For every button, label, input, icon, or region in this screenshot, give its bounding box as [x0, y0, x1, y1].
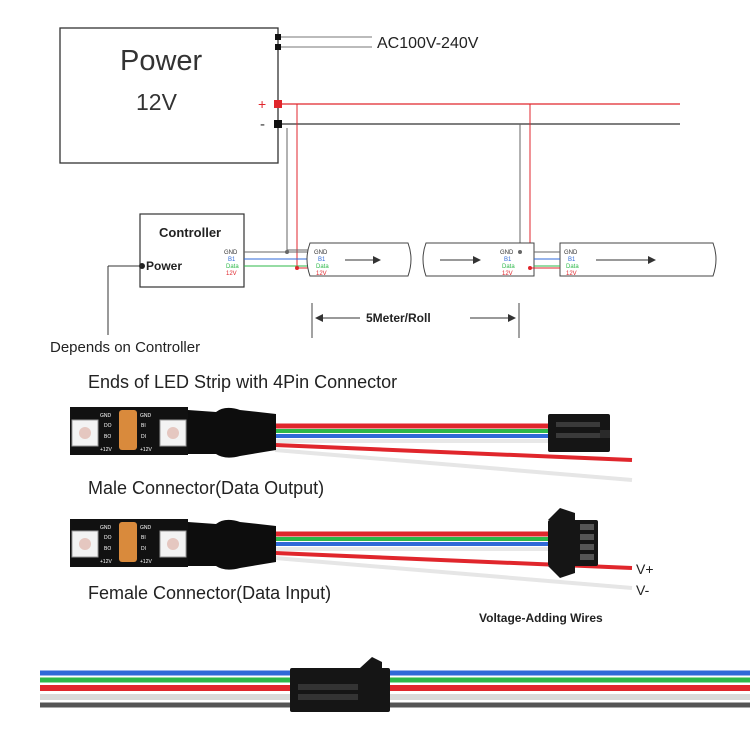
male-pcb-right-bi: BI — [141, 423, 146, 429]
strip2-pin-gnd: GND — [500, 250, 514, 256]
controller: Controller Power GND B1 Data 12V — [139, 213, 245, 288]
controller-power-input: Depends on Controller — [50, 265, 200, 356]
ac-input-wires: AC100V-240V — [275, 34, 479, 52]
male-pcb-right-gnd: GND — [140, 413, 152, 419]
controller-power-label: Power — [146, 259, 182, 273]
plus-sign: + — [258, 96, 266, 112]
strip-segment-3: GND B1 Data 12V — [559, 242, 717, 277]
strip-link-wires — [518, 250, 560, 270]
male-connector-assembly: GND DO BO +12V GND BI DI +12V — [70, 407, 633, 482]
length-dimension: 5Meter/Roll — [311, 303, 520, 338]
strip3-pin-b1: B1 — [568, 257, 576, 263]
ac-input-label: AC100V-240V — [377, 35, 479, 52]
strip3-pin-data: Data — [566, 264, 579, 270]
controller-output-wires — [244, 249, 313, 270]
controller-pin-data: Data — [226, 264, 239, 270]
male-pcb-right-12v: +12V — [140, 447, 152, 453]
strip1-pin-data: Data — [316, 264, 329, 270]
strip1-pin-12v: 12V — [316, 271, 327, 277]
controller-pin-12v: 12V — [226, 271, 237, 277]
strip-segment-2: GND B1 Data 12V — [422, 242, 535, 277]
controller-pin-gnd: GND — [224, 250, 238, 256]
voltage-adding-wires-label: Voltage-Adding Wires — [479, 611, 603, 625]
male-pcb-left-gnd: GND — [100, 413, 112, 419]
v-plus-label: V+ — [636, 561, 654, 577]
power-supply: Power 12V — [59, 27, 279, 164]
strip2-pin-12v: 12V — [502, 271, 513, 277]
female-pcb-left-gnd: GND — [100, 525, 112, 531]
controller-title: Controller — [159, 225, 221, 240]
controller-pin-b1: B1 — [228, 257, 236, 263]
female-pcb-left-12v: +12V — [100, 559, 112, 565]
female-connector-label: Female Connector(Data Input) — [88, 583, 331, 603]
length-label: 5Meter/Roll — [366, 311, 431, 325]
power-title: Power — [120, 45, 203, 77]
female-pcb-right-gnd: GND — [140, 525, 152, 531]
female-connector-assembly: GND DO BO +12V GND BI DI +12V V+ V- — [70, 508, 654, 598]
strip2-pin-data: Data — [502, 264, 515, 270]
male-pcb-left-12v: +12V — [100, 447, 112, 453]
male-pcb-right-di: DI — [141, 434, 146, 440]
minus-sign: - — [260, 116, 265, 133]
female-pcb-right-bi: BI — [141, 535, 146, 541]
bottom-cable-with-connector — [40, 657, 750, 712]
photo-section-heading: Ends of LED Strip with 4Pin Connector — [88, 372, 397, 392]
strip-segment-1: GND B1 Data 12V — [306, 242, 412, 277]
strip2-pin-b1: B1 — [504, 257, 512, 263]
female-pcb-left-bo: BO — [104, 546, 111, 552]
strip3-pin-12v: 12V — [566, 271, 577, 277]
strip1-pin-gnd: GND — [314, 250, 328, 256]
dc-bus: + - — [258, 96, 680, 268]
controller-note: Depends on Controller — [50, 339, 200, 356]
male-connector-label: Male Connector(Data Output) — [88, 478, 324, 498]
female-pcb-left-do: DO — [104, 535, 112, 541]
female-pcb-right-di: DI — [141, 546, 146, 552]
strip1-pin-b1: B1 — [318, 257, 326, 263]
power-voltage: 12V — [136, 89, 178, 115]
male-pcb-left-do: DO — [104, 423, 112, 429]
male-pcb-left-bo: BO — [104, 434, 111, 440]
v-minus-label: V- — [636, 582, 650, 598]
strip3-pin-gnd: GND — [564, 250, 578, 256]
female-pcb-right-12v: +12V — [140, 559, 152, 565]
